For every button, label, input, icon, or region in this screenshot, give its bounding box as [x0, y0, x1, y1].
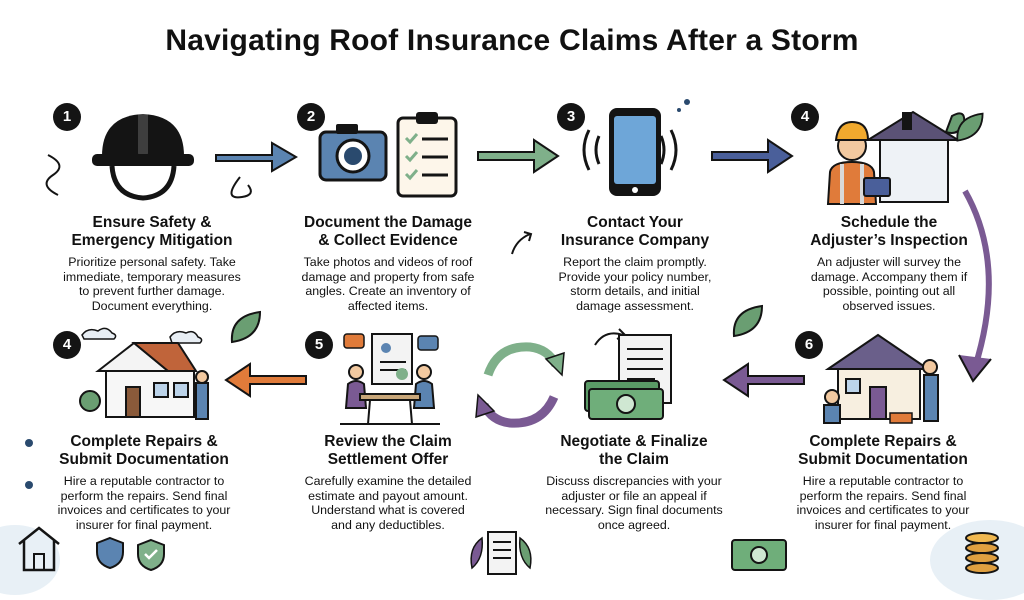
document-leaves-icon	[470, 531, 532, 575]
leaf-icon	[230, 310, 262, 344]
small-arrow-decor-icon	[511, 231, 533, 255]
step-number-badge: 3	[557, 103, 585, 131]
adjuster-icon	[826, 110, 966, 205]
step-title: Ensure Safety &Emergency Mitigation	[71, 214, 233, 249]
step-number-badge: 6	[795, 331, 823, 359]
money-documents-icon	[584, 328, 672, 420]
coin-stack-icon	[965, 532, 999, 574]
cycle-arrows-icon	[475, 342, 565, 428]
arrow-right-icon	[711, 138, 794, 174]
house-outline-icon	[18, 526, 60, 572]
step-title: Complete Repairs &Submit Documentation	[798, 433, 968, 468]
arrow-left-icon	[722, 362, 805, 398]
step-description: Report the claim promptly.Provide your p…	[558, 255, 712, 313]
camera-checklist-icon	[318, 112, 458, 198]
smartphone-icon	[582, 99, 690, 196]
step-title: Complete Repairs &Submit Documentation	[59, 433, 229, 468]
step-number-badge: 2	[297, 103, 325, 131]
step-number-badge: 4	[791, 103, 819, 131]
arrow-right-icon	[215, 141, 298, 199]
house-icon	[79, 327, 209, 420]
leaf-icon	[732, 304, 764, 338]
step-card: Document the Damage& Collect Evidence Ta…	[268, 214, 508, 313]
step-number-badge: 1	[53, 103, 81, 131]
swirl-decor-icon	[45, 154, 61, 196]
step-card: Ensure Safety &Emergency Mitigation Prio…	[32, 214, 272, 313]
step-number-badge: 4	[53, 331, 81, 359]
hard-hat-icon	[92, 112, 194, 201]
arrow-right-icon	[477, 138, 560, 174]
step-number-badge: 5	[305, 331, 333, 359]
meeting-icon	[340, 333, 440, 425]
house-repair-icon	[823, 333, 939, 424]
step-card: Complete Repairs &Submit Documentation H…	[24, 433, 264, 532]
curved-arrow-down-icon	[958, 189, 992, 383]
step-card: Complete Repairs &Submit Documentation H…	[763, 433, 1003, 532]
arrow-left-icon	[224, 362, 307, 398]
page-title: Navigating Roof Insurance Claims After a…	[165, 24, 859, 57]
cash-bills-icon	[731, 539, 787, 571]
step-title: Document the Damage& Collect Evidence	[304, 214, 472, 249]
leaf-icon	[956, 112, 984, 142]
shield-user-icon	[96, 536, 124, 570]
shield-check-icon	[137, 538, 165, 572]
dot-decor-icon	[25, 439, 33, 489]
